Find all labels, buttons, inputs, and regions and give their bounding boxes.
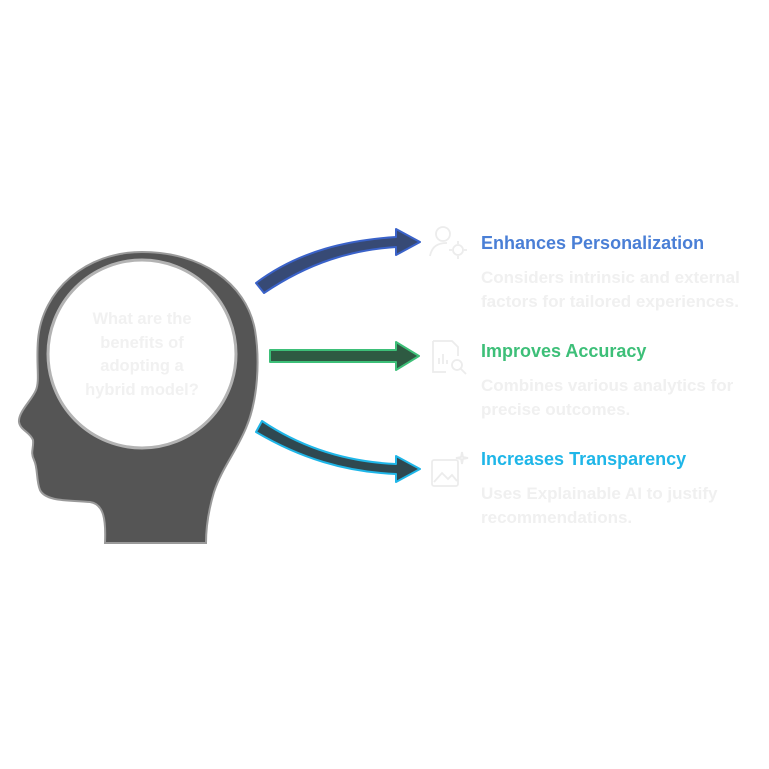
title-increases-transparency: Increases Transparency [481,449,687,469]
image-sparkle-icon [431,451,469,487]
description-increases-transparency: Uses Explainable AI to justify recommend… [481,484,718,527]
arrow-enhances-personalization [255,228,421,294]
description-improves-accuracy: Combines various analytics for precise o… [481,376,734,419]
central-question: What are the benefits of adopting a hybr… [85,310,199,399]
document-search-chart-icon [432,340,467,375]
title-improves-accuracy: Improves Accuracy [481,341,647,361]
arrow-improves-accuracy [269,341,420,371]
user-gear-icon [429,226,467,259]
arrow-increases-transparency [255,420,421,483]
question-circle [46,258,238,450]
title-enhances-personalization: Enhances Personalization [481,233,705,253]
description-enhances-personalization: Considers intrinsic and external factors… [481,268,740,311]
